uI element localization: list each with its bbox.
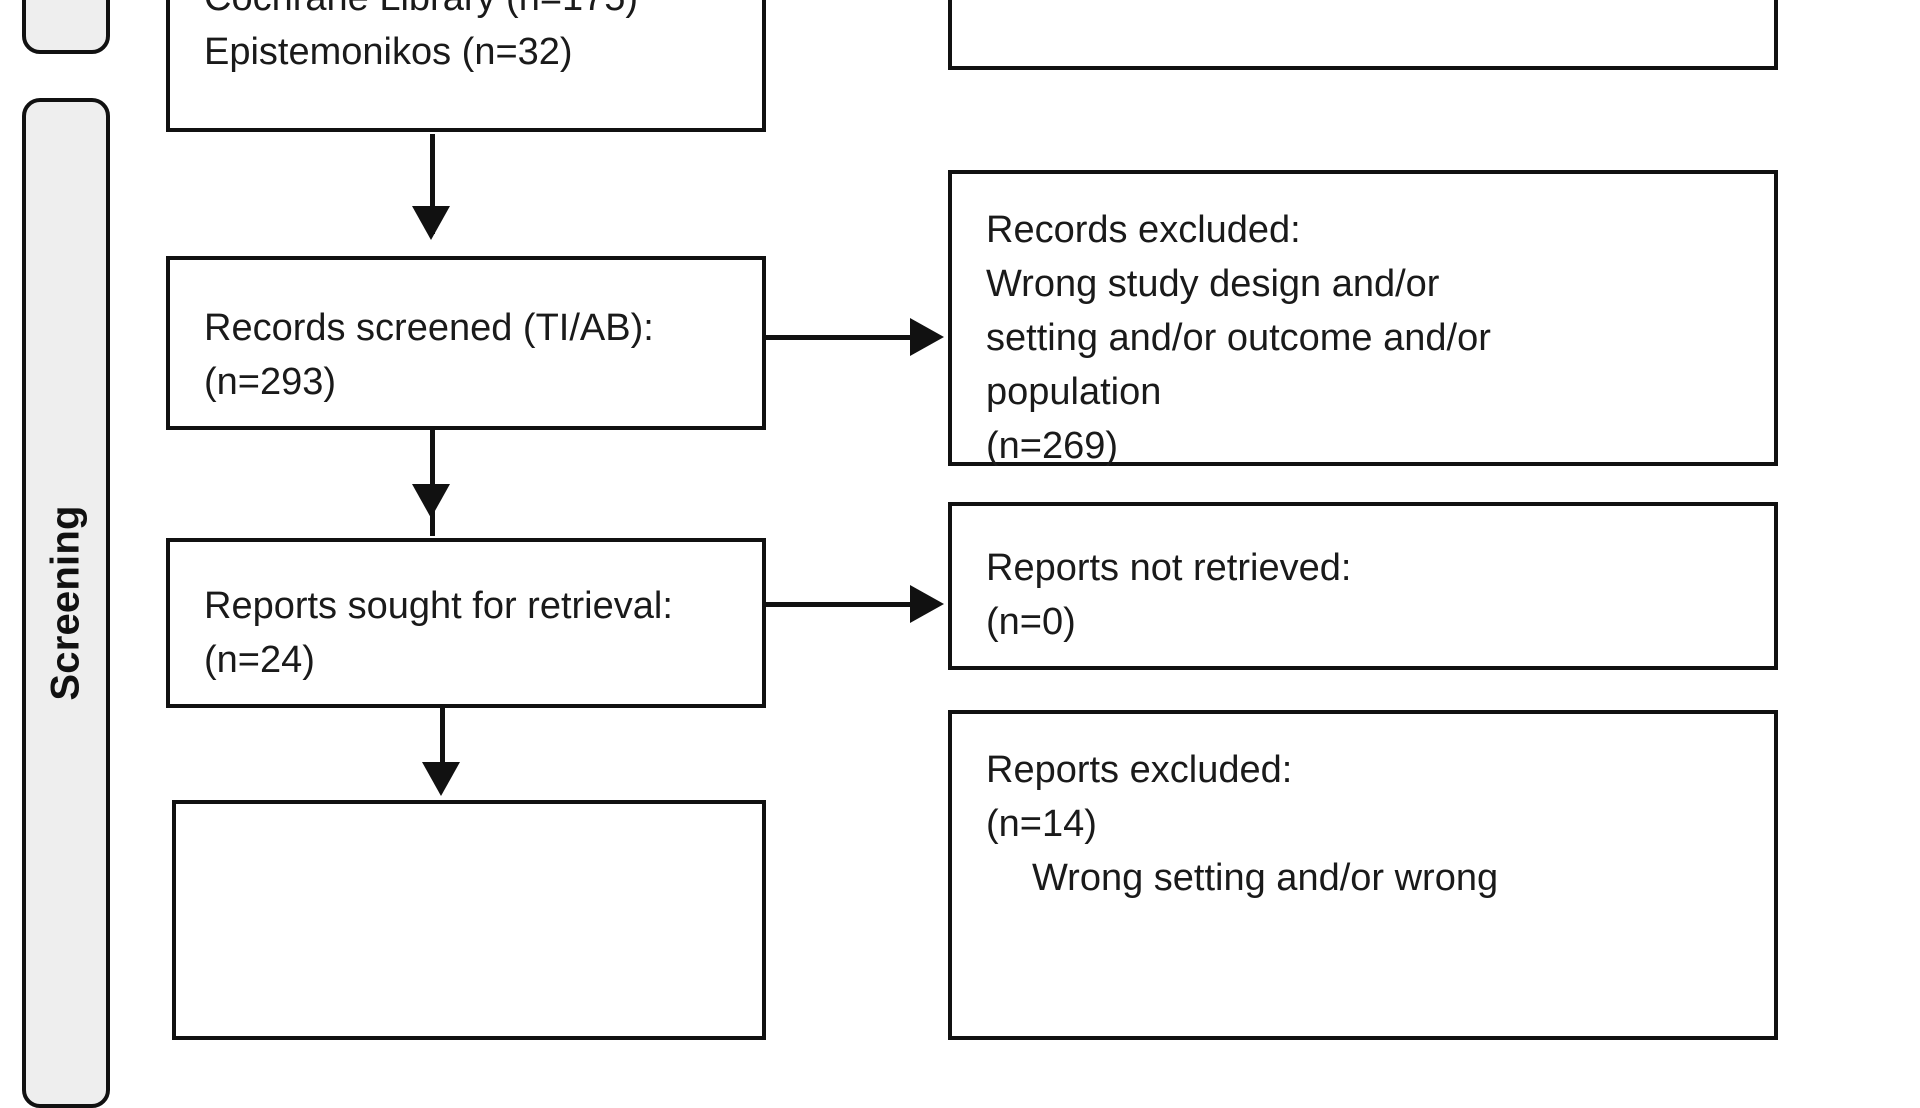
- connector-sources-to-screened-line: [430, 134, 435, 234]
- reports-excluded-line-3: Wrong setting and/or wrong: [1032, 856, 1499, 899]
- records-excluded-line-3: setting and/or outcome and/or: [986, 316, 1491, 359]
- prisma-flow-diagram: Screening Cochrane Library (n=175) Epist…: [22, 0, 1778, 1108]
- reports-excluded-box: Reports excluded: (n=14) Wrong setting a…: [948, 710, 1778, 1040]
- reports-not-retrieved-line-2: (n=0): [986, 600, 1076, 643]
- reports-excluded-line-2: (n=14): [986, 802, 1097, 845]
- records-removed-box: [948, 0, 1778, 70]
- connector-screened-to-excluded-arrow: [910, 318, 944, 356]
- records-identified-box: Cochrane Library (n=175) Epistemonikos (…: [166, 0, 766, 132]
- records-excluded-box: Records excluded: Wrong study design and…: [948, 170, 1778, 467]
- reports-not-retrieved-box: Reports not retrieved: (n=0): [948, 502, 1778, 670]
- connector-sought-to-next-arrow: [422, 762, 460, 796]
- phase-rail-screening: Screening: [22, 98, 110, 1108]
- studies-assessed-box: [172, 800, 766, 1040]
- connector-sought-to-not-retrieved-line: [766, 602, 916, 607]
- connector-screened-to-sought-line: [430, 430, 435, 536]
- records-excluded-line-1: Records excluded:: [986, 209, 1301, 251]
- reports-sought-box: Reports sought for retrieval: (n=24): [166, 538, 766, 708]
- records-identified-line-1: Cochrane Library (n=175): [204, 0, 734, 26]
- connector-sought-to-not-retrieved-arrow: [910, 585, 944, 623]
- records-screened-line-2: (n=293): [204, 360, 337, 403]
- reports-sought-line-1: Reports sought for retrieval:: [204, 585, 673, 627]
- connector-sources-to-screened-arrow: [412, 206, 450, 240]
- connector-screened-to-excluded-line: [766, 335, 916, 340]
- records-excluded-line-2: Wrong study design and/or: [986, 262, 1440, 305]
- records-excluded-line-5: (n=269): [986, 424, 1119, 467]
- reports-not-retrieved-line-1: Reports not retrieved:: [986, 547, 1352, 589]
- reports-sought-line-2: (n=24): [204, 638, 315, 681]
- connector-sought-to-next-line: [440, 708, 445, 780]
- connector-screened-to-sought-arrow: [412, 484, 450, 518]
- phase-label-screening: Screening: [43, 505, 88, 701]
- reports-excluded-line-1: Reports excluded:: [986, 749, 1293, 791]
- records-screened-box: Records screened (TI/AB): (n=293): [166, 256, 766, 430]
- records-screened-line-1: Records screened (TI/AB):: [204, 307, 654, 349]
- records-excluded-line-4: population: [986, 370, 1162, 413]
- phase-rail-identification: [22, 0, 110, 54]
- records-identified-line-2: Epistemonikos (n=32): [204, 30, 573, 73]
